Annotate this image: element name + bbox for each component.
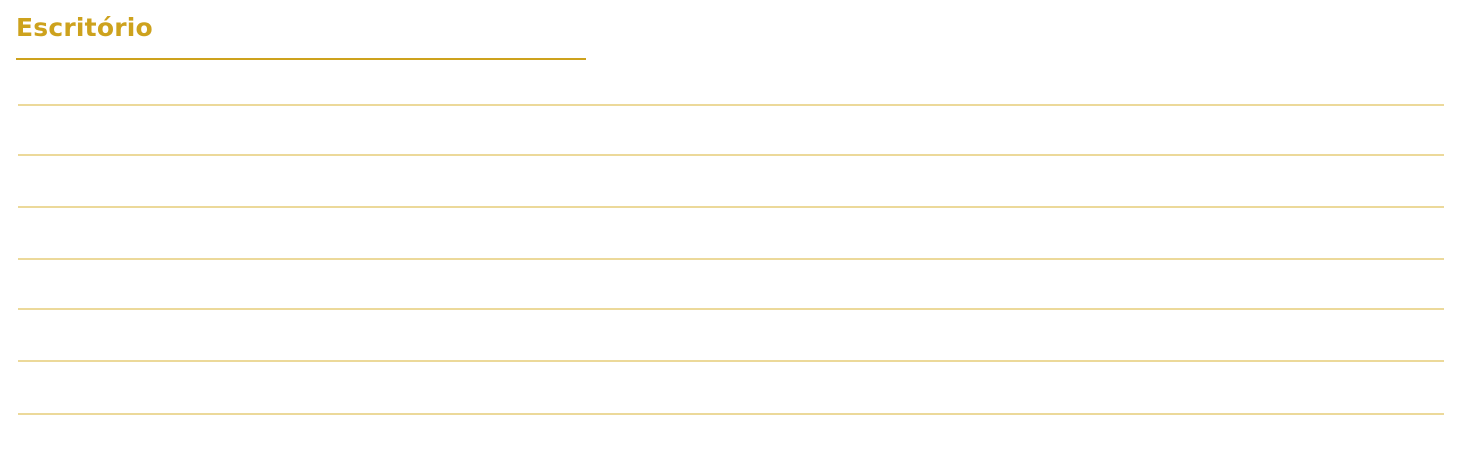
ruled-note-lines xyxy=(18,0,1444,458)
ruled-line xyxy=(18,360,1444,362)
ruled-line xyxy=(18,308,1444,310)
ruled-line xyxy=(18,413,1444,415)
section-title: Escritório xyxy=(16,13,153,42)
ruled-line xyxy=(18,104,1444,106)
ruled-line xyxy=(18,206,1444,208)
ruled-line xyxy=(18,154,1444,156)
title-underline xyxy=(16,58,586,60)
ruled-line xyxy=(18,258,1444,260)
